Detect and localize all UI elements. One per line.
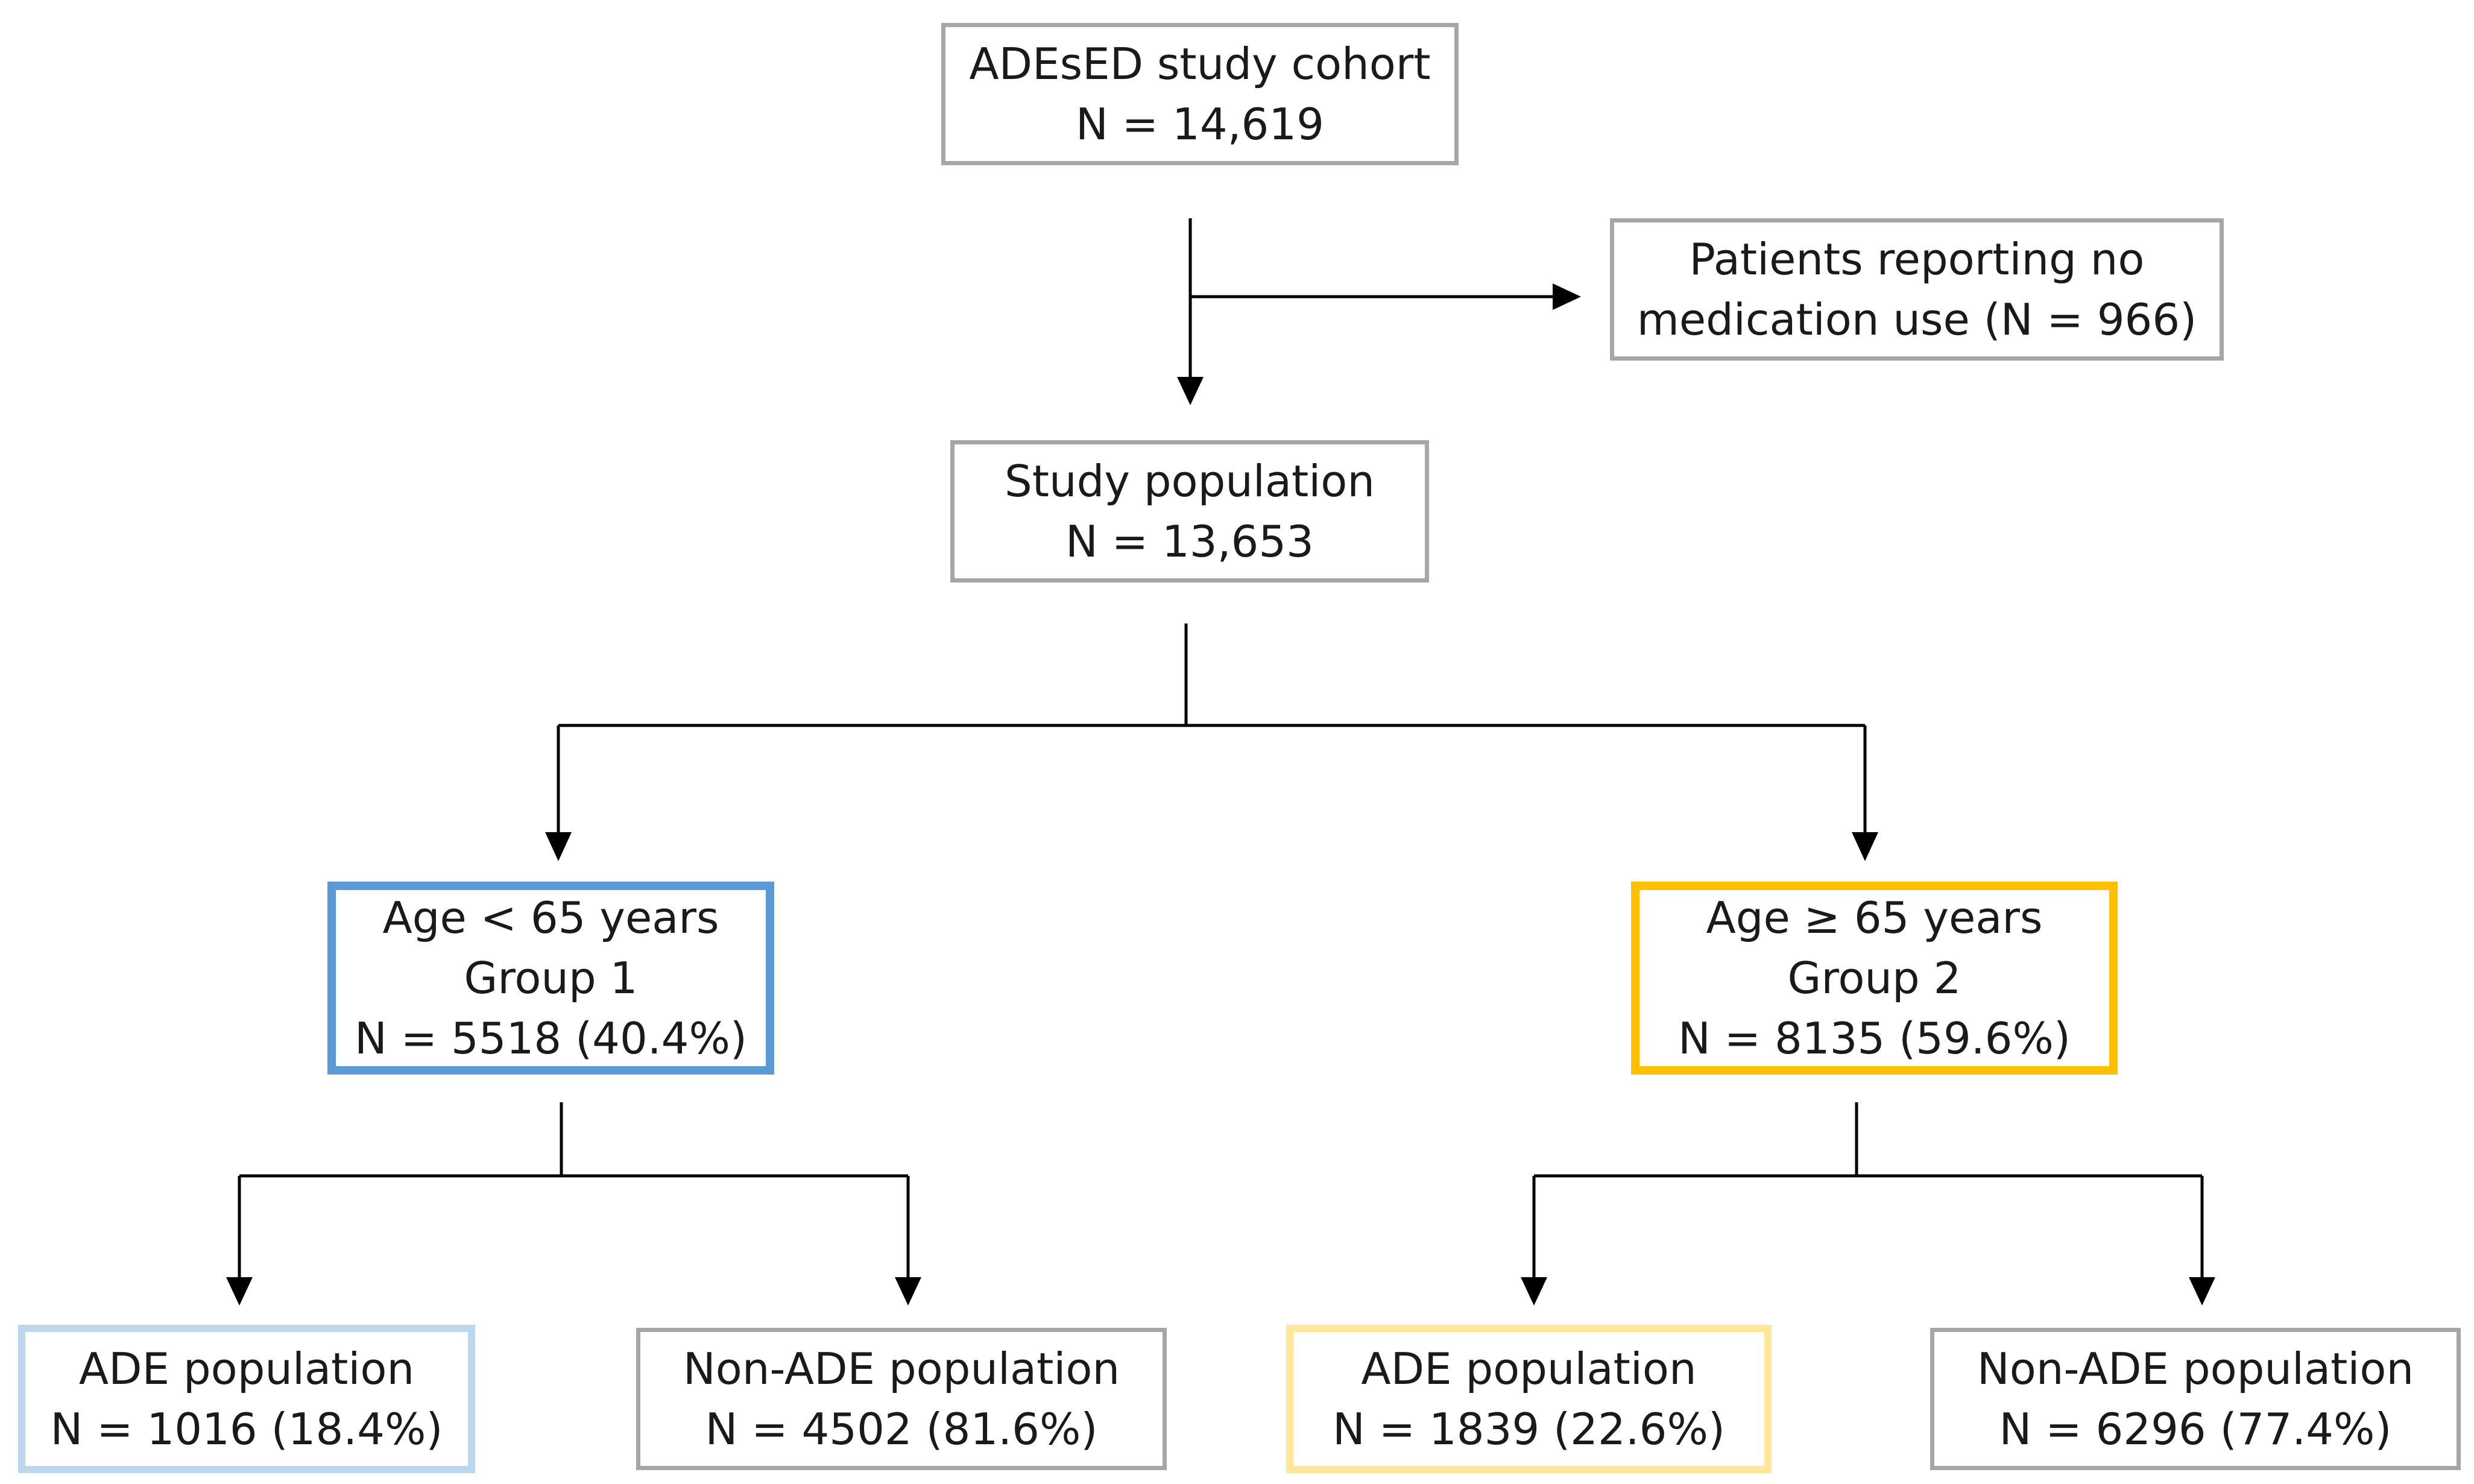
study-cohort-title: ADEsED study cohort <box>969 39 1431 89</box>
group2-age: Age ≥ 65 years <box>1706 892 2043 943</box>
excluded-line-2: medication use (N = 966) <box>1636 294 2197 345</box>
excluded-line-1: Patients reporting no <box>1689 234 2145 285</box>
study-population-count: N = 13,653 <box>1065 516 1314 567</box>
study-population-title: Study population <box>1005 456 1375 507</box>
group1-box: Age < 65 years Group 1 N = 5518 (40.4%) <box>327 882 774 1075</box>
study-cohort-box: ADEsED study cohort N = 14,619 <box>941 23 1459 165</box>
group1-count: N = 5518 (40.4%) <box>355 1013 747 1064</box>
group1-non-ade-box: Non-ADE population N = 4502 (81.6%) <box>636 1328 1167 1470</box>
group1-non-ade-count: N = 4502 (81.6%) <box>705 1404 1098 1454</box>
arrowhead-group2 <box>1852 832 1878 861</box>
group2-non-ade-box: Non-ADE population N = 6296 (77.4%) <box>1930 1328 2461 1470</box>
arrowhead-study <box>1177 377 1204 405</box>
excluded-no-medication-box: Patients reporting no medication use (N … <box>1610 218 2224 361</box>
arrowhead-nonade1 <box>895 1277 921 1306</box>
group1-ade-box: ADE population N = 1016 (18.4%) <box>18 1325 475 1473</box>
group1-ade-count: N = 1016 (18.4%) <box>50 1404 443 1454</box>
group1-non-ade-title: Non-ADE population <box>683 1343 1120 1394</box>
group2-ade-title: ADE population <box>1361 1343 1697 1394</box>
group2-ade-count: N = 1839 (22.6%) <box>1333 1404 1725 1454</box>
study-population-box: Study population N = 13,653 <box>950 440 1429 583</box>
arrowhead-ade2 <box>1521 1277 1547 1306</box>
arrowhead-ade1 <box>226 1277 253 1306</box>
study-cohort-count: N = 14,619 <box>1076 99 1324 150</box>
arrowhead-nonade2 <box>2189 1277 2215 1306</box>
group1-ade-title: ADE population <box>78 1343 415 1394</box>
group1-age: Age < 65 years <box>382 892 719 943</box>
group2-label: Group 2 <box>1787 953 1961 1003</box>
group2-ade-box: ADE population N = 1839 (22.6%) <box>1286 1325 1772 1473</box>
arrowhead-group1 <box>545 832 572 861</box>
group2-non-ade-count: N = 6296 (77.4%) <box>1999 1404 2392 1454</box>
arrowhead-excluded <box>1553 283 1581 310</box>
group2-box: Age ≥ 65 years Group 2 N = 8135 (59.6%) <box>1631 882 2118 1075</box>
group2-count: N = 8135 (59.6%) <box>1678 1013 2071 1064</box>
group2-non-ade-title: Non-ADE population <box>1977 1343 2414 1394</box>
group1-label: Group 1 <box>464 953 638 1003</box>
